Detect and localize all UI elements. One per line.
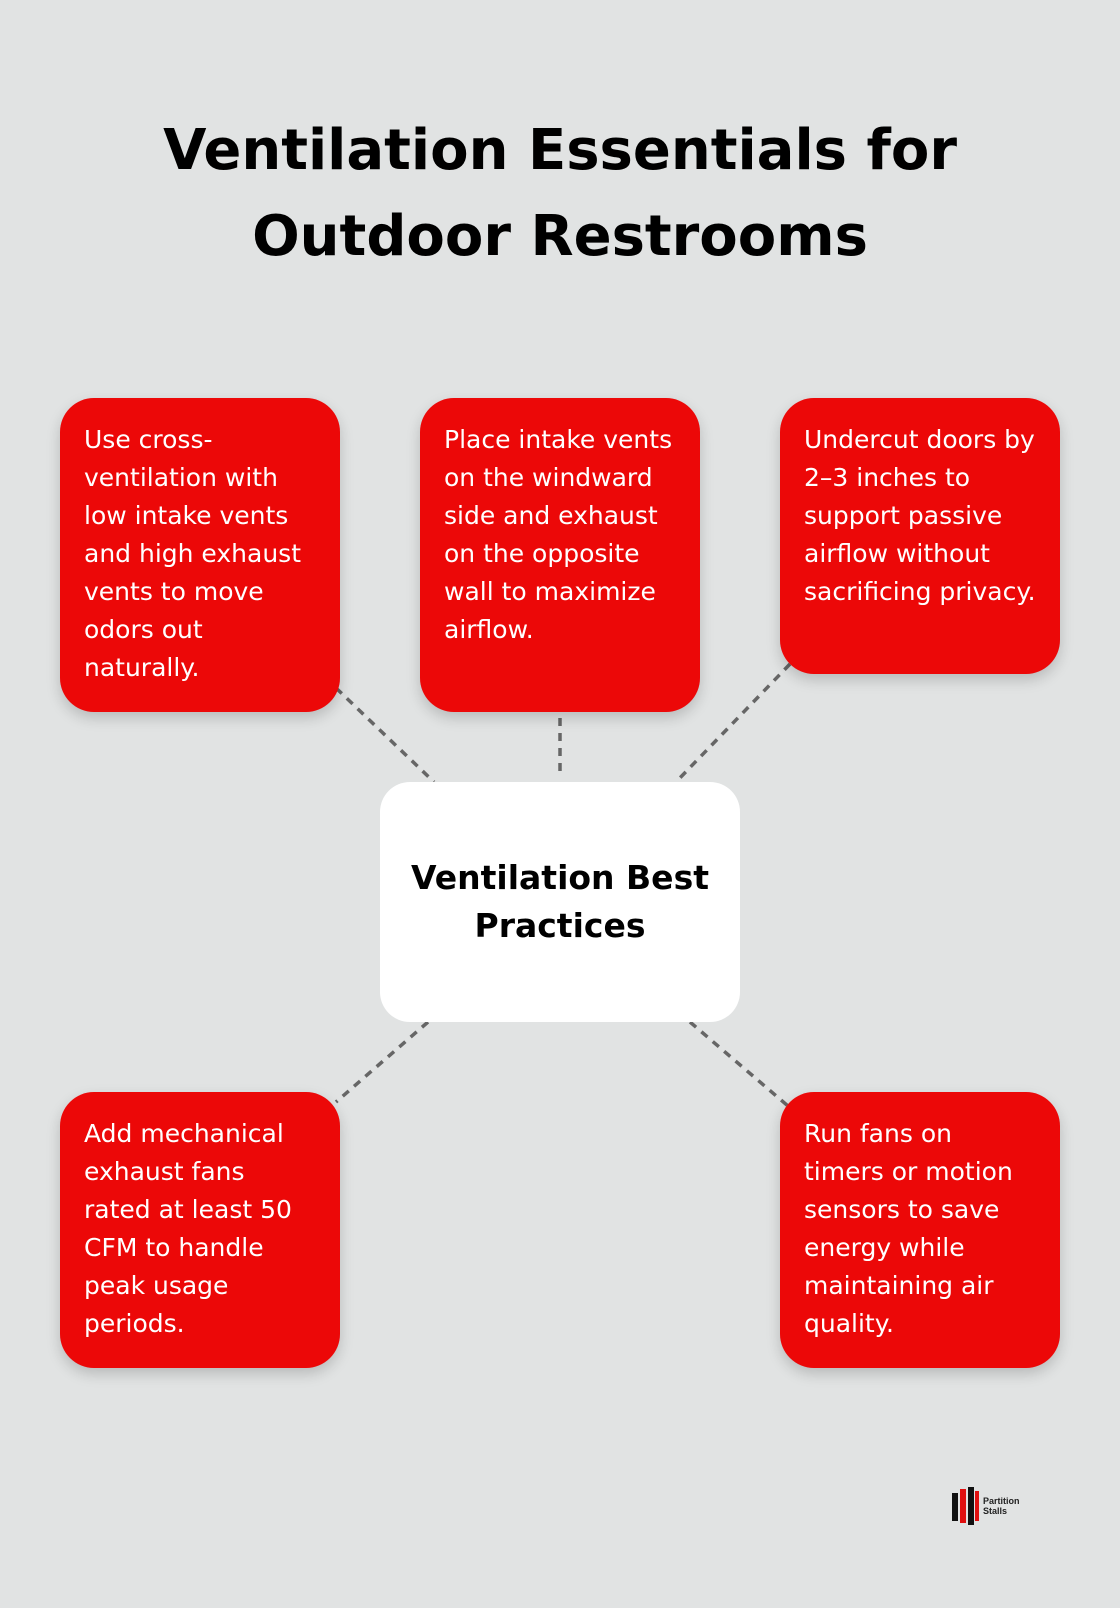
page-title: Ventilation Essentials for Outdoor Restr… [60,108,1060,280]
card-fan-timers-text: Run fans on timers or motion sensors to … [804,1119,1013,1338]
card-intake-vents-text: Place intake vents on the windward side … [444,425,673,644]
card-cross-ventilation: Use cross-ventilation with low intake ve… [60,398,340,712]
card-fan-timers: Run fans on timers or motion sensors to … [780,1092,1060,1368]
title-line-1: Ventilation Essentials for [163,118,957,183]
card-exhaust-fans-text: Add mechanical exhaust fans rated at lea… [84,1119,292,1338]
brand-logo: Partition Stalls [952,1486,1034,1526]
logo-line-2: Stalls [983,1506,1008,1516]
connector-top-right [674,662,792,784]
connector-bottom-right [688,1020,790,1108]
partition-stalls-logo-icon [952,1487,979,1525]
center-node: Ventilation Best Practices [380,782,740,1022]
logo-wordmark: Partition Stalls [983,1496,1020,1516]
card-undercut-doors-text: Undercut doors by 2–3 inches to support … [804,425,1036,606]
card-undercut-doors: Undercut doors by 2–3 inches to support … [780,398,1060,674]
connector-top-left [334,686,436,784]
card-cross-ventilation-text: Use cross-ventilation with low intake ve… [84,425,302,682]
card-intake-vents: Place intake vents on the windward side … [420,398,700,712]
connector-bottom-left [334,1020,430,1104]
card-exhaust-fans: Add mechanical exhaust fans rated at lea… [60,1092,340,1368]
logo-line-1: Partition [983,1496,1020,1506]
center-node-label: Ventilation Best Practices [411,858,709,945]
title-line-2: Outdoor Restrooms [252,204,868,269]
